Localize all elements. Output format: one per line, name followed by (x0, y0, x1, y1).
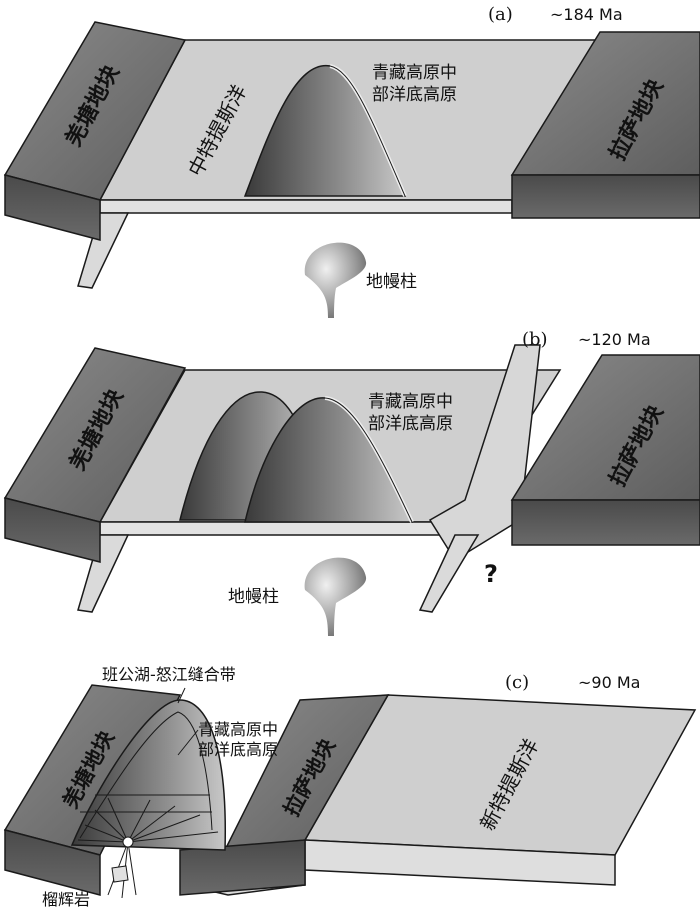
plateau-label-a-line2: 部洋底高原 (372, 85, 457, 105)
plateau-label-b-line1: 青藏高原中 (368, 392, 453, 412)
ocean-floor-front-b (99, 521, 466, 536)
right-block-front-a (511, 174, 700, 219)
eclogite-fragment (111, 865, 129, 883)
panel-c-age: ~90 Ma (578, 673, 640, 692)
left-block-front-b (4, 497, 101, 563)
right-slab-b (418, 534, 480, 613)
plateau-label-a-line1: 青藏高原中 (372, 63, 457, 83)
panel-b-tag: (b) (522, 329, 548, 350)
plateau-c-leader (177, 729, 199, 756)
left-block-front-c (4, 829, 101, 896)
plume-b (304, 557, 367, 636)
panel-c-tag: (c) (505, 672, 529, 693)
panel-b-age: ~120 Ma (578, 330, 651, 349)
question-mark-b: ? (484, 560, 498, 588)
right-block-front-b (511, 499, 700, 546)
ocean-floor-front-a (99, 199, 513, 214)
suture-leader (177, 687, 186, 704)
left-slab-a (77, 212, 130, 289)
eclogite-label-c: 榴辉岩 (42, 890, 90, 909)
panel-b (3, 344, 700, 636)
right-block-front-c (179, 839, 306, 896)
panel-c (3, 684, 697, 899)
panel-a-age: ~184 Ma (550, 5, 623, 24)
panel-a (3, 21, 700, 318)
left-block-front-a (4, 174, 101, 241)
eclogite-marker (122, 836, 134, 848)
plateau-label-c-line1: 青藏高原中 (198, 720, 278, 739)
plume-label-b: 地幔柱 (228, 587, 279, 607)
plume-label-a: 地幔柱 (366, 272, 417, 292)
plateau-label-c-line2: 部洋底高原 (198, 740, 278, 759)
suture-label-c: 班公湖-怒江缝合带 (102, 665, 236, 684)
panel-a-tag: (a) (488, 4, 513, 25)
plume-a (304, 242, 367, 318)
plateau-c-inner (79, 711, 213, 839)
thrust-lines-c (77, 794, 219, 899)
plateau-label-b-line2: 部洋底高原 (368, 414, 453, 434)
left-slab-b (77, 534, 130, 613)
